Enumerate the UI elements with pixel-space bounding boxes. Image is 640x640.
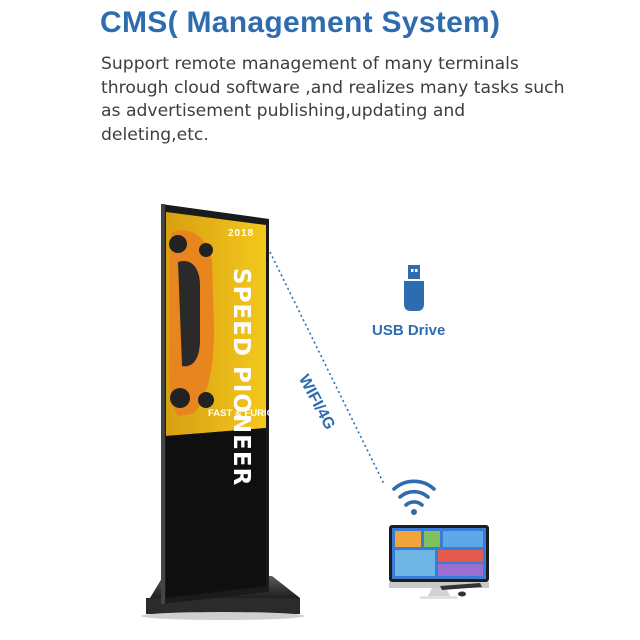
usb-drive-label: USB Drive [372,322,446,339]
kiosk-display [161,204,269,604]
keyboard-icon [440,583,482,590]
description-text: Support remote management of many termin… [101,54,565,145]
poster-tagline: FAST & FURIO [208,408,274,419]
mouse-icon [458,591,466,597]
page-title: CMS( Management System) [100,6,501,39]
computer-icon [389,525,489,599]
usb-drive-icon [404,265,424,311]
poster-headline: SPEED PIONEER [228,268,254,487]
connection-line [269,251,385,485]
poster-year: 2018 [228,228,255,239]
wifi-icon [392,479,436,515]
car-image [169,230,214,416]
